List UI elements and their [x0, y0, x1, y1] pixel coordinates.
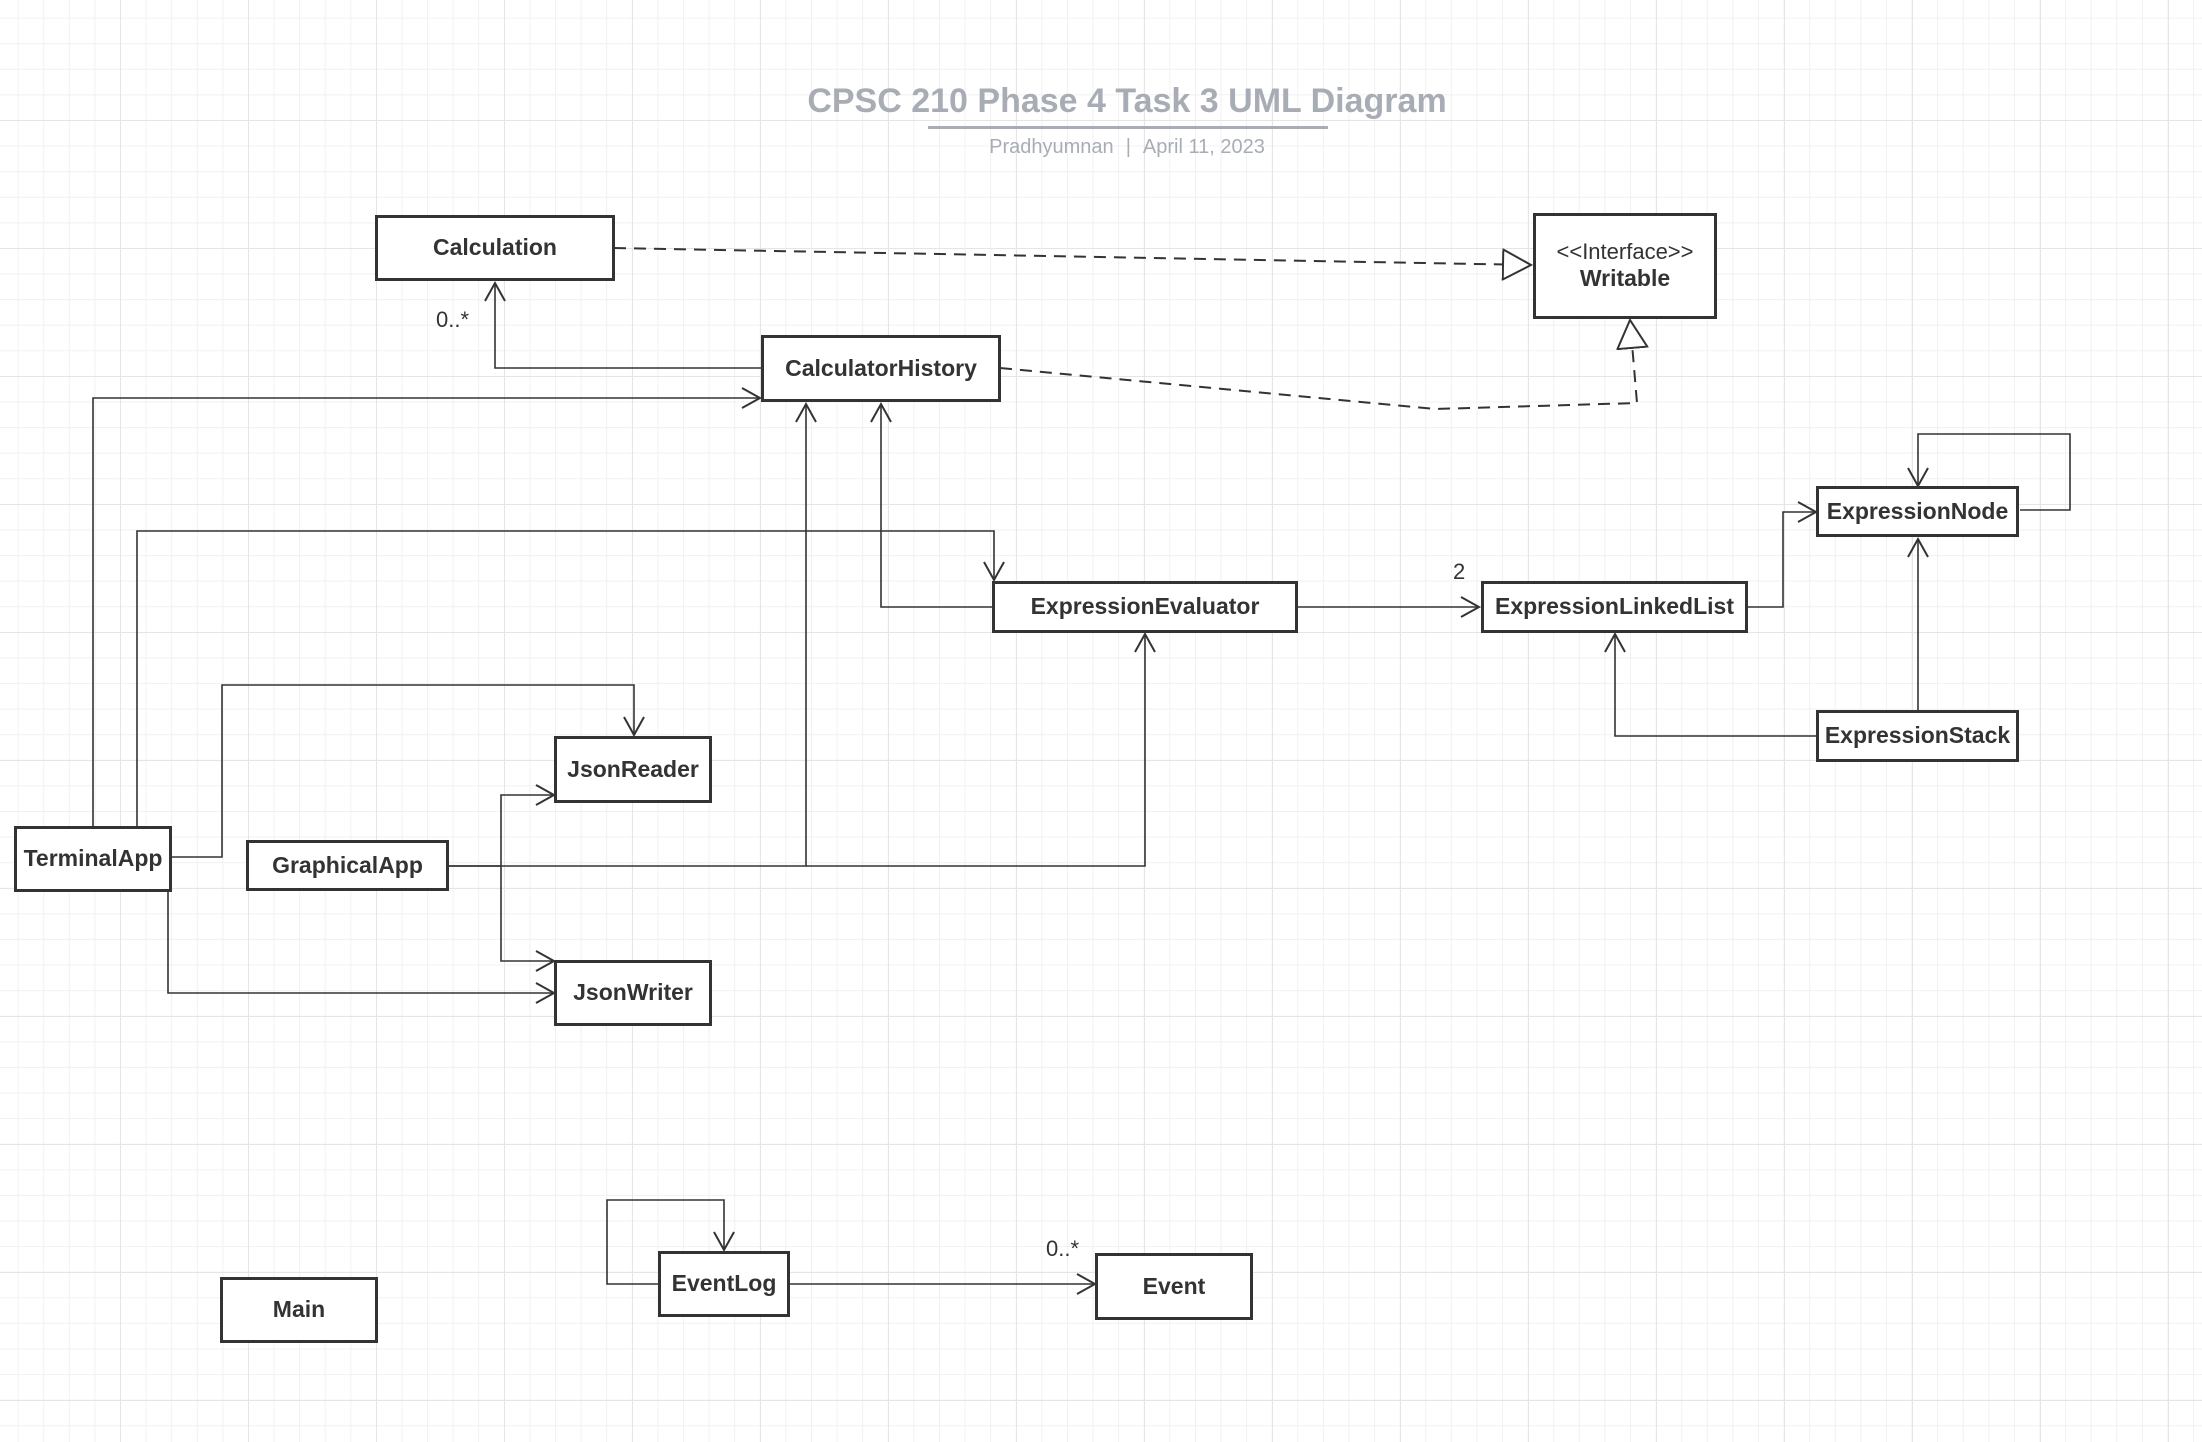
- class-name: JsonWriter: [573, 979, 693, 1006]
- association-terminal-jsonreader: [171, 684, 645, 858]
- multiplicity-event: 0..*: [1046, 1236, 1080, 1261]
- class-expression-evaluator[interactable]: ExpressionEvaluator: [992, 581, 1298, 633]
- class-json-writer[interactable]: JsonWriter: [554, 960, 712, 1026]
- class-name: JsonReader: [567, 755, 699, 782]
- multiplicity-linked-list: 2: [1453, 559, 1466, 584]
- association-evaluator-history: [870, 401, 992, 608]
- class-name: TerminalApp: [23, 845, 163, 872]
- association-eventlog-self: [606, 1199, 735, 1285]
- class-graphical-app[interactable]: GraphicalApp: [246, 840, 449, 891]
- association-terminal-evaluator: [136, 530, 1005, 826]
- diagram-title: CPSC 210 Phase 4 Task 3 UML Diagram: [807, 82, 1447, 120]
- class-expression-node[interactable]: ExpressionNode: [1816, 486, 2019, 537]
- realization-history-writable: [999, 320, 1637, 411]
- class-calculation[interactable]: Calculation: [375, 215, 615, 281]
- association-history-calculation: [484, 280, 762, 369]
- association-linkedlist-node: [1748, 501, 1819, 608]
- author-name: Pradhyumnan: [989, 136, 1114, 158]
- class-name: Main: [272, 1296, 326, 1323]
- class-name: ExpressionEvaluator: [1030, 593, 1260, 620]
- title-underline: [928, 126, 1328, 129]
- class-name: ExpressionNode: [1826, 497, 2009, 524]
- class-name: Calculation: [433, 234, 557, 261]
- subtitle-separator: |: [1125, 136, 1131, 158]
- interface-writable[interactable]: <<Interface>> Writable: [1533, 213, 1717, 319]
- class-expression-stack[interactable]: ExpressionStack: [1816, 710, 2019, 762]
- class-name: GraphicalApp: [272, 851, 423, 878]
- class-name: EventLog: [671, 1270, 777, 1297]
- realization-calculation-writable: [613, 247, 1531, 265]
- association-stack-linkedlist: [1604, 631, 1816, 737]
- diagram-date: April 11, 2023: [1142, 136, 1265, 158]
- association-terminal-jsonwriter: [167, 890, 557, 1004]
- association-graphical-jsonwriter: [500, 866, 557, 972]
- association-terminal-history: [92, 387, 763, 826]
- class-main[interactable]: Main: [220, 1277, 378, 1343]
- class-name: Event: [1142, 1272, 1206, 1299]
- class-name: ExpressionLinkedList: [1494, 593, 1734, 620]
- association-node-self: [1907, 433, 2071, 511]
- class-terminal-app[interactable]: TerminalApp: [14, 826, 172, 892]
- class-event-log[interactable]: EventLog: [658, 1251, 790, 1317]
- multiplicity-calculation: 0..*: [436, 307, 470, 332]
- class-name: CalculatorHistory: [785, 354, 977, 381]
- diagram-subtitle: Pradhyumnan | April 11, 2023: [0, 136, 2202, 159]
- class-name: Writable: [1579, 265, 1671, 292]
- class-calculator-history[interactable]: CalculatorHistory: [761, 335, 1001, 402]
- class-event[interactable]: Event: [1095, 1253, 1253, 1320]
- class-name: ExpressionStack: [1824, 722, 2011, 749]
- association-graphical-jsonreader: [448, 784, 557, 867]
- class-json-reader[interactable]: JsonReader: [554, 736, 712, 803]
- interface-stereotype: <<Interface>>: [1556, 239, 1694, 264]
- association-graphical-evaluator: [806, 631, 1156, 867]
- class-expression-linked-list[interactable]: ExpressionLinkedList: [1481, 581, 1748, 633]
